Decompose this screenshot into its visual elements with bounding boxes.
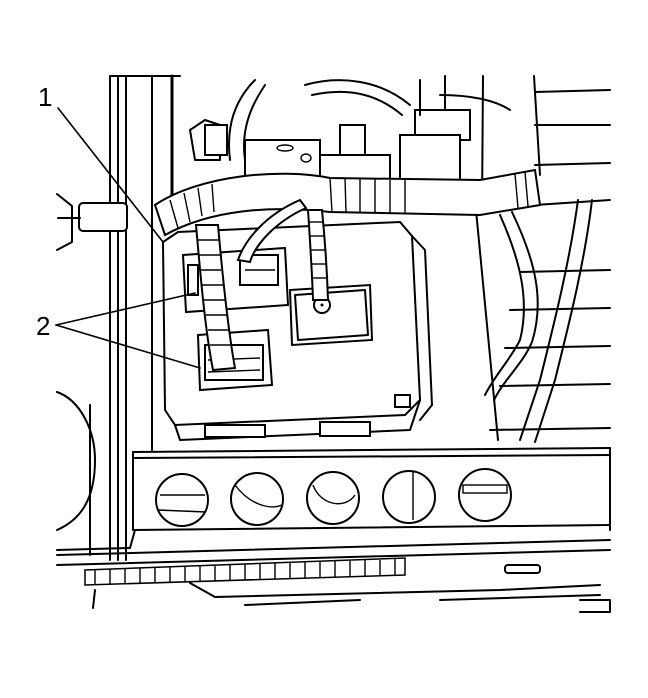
left-arch — [56, 391, 136, 556]
connector-harness-leads — [194, 198, 330, 372]
side-pin — [56, 193, 128, 251]
upper-harness — [153, 79, 542, 237]
left-pillar — [109, 74, 181, 561]
right-harness — [484, 199, 593, 443]
connector-center — [288, 283, 374, 347]
callout-1-label: 1 — [38, 82, 53, 112]
right-background — [475, 75, 611, 441]
lower-crossmember — [132, 447, 611, 531]
callout-leaders — [55, 107, 201, 369]
vent-strip — [56, 539, 611, 613]
top-connectors — [189, 75, 471, 186]
callout-2-label: 2 — [36, 311, 51, 341]
